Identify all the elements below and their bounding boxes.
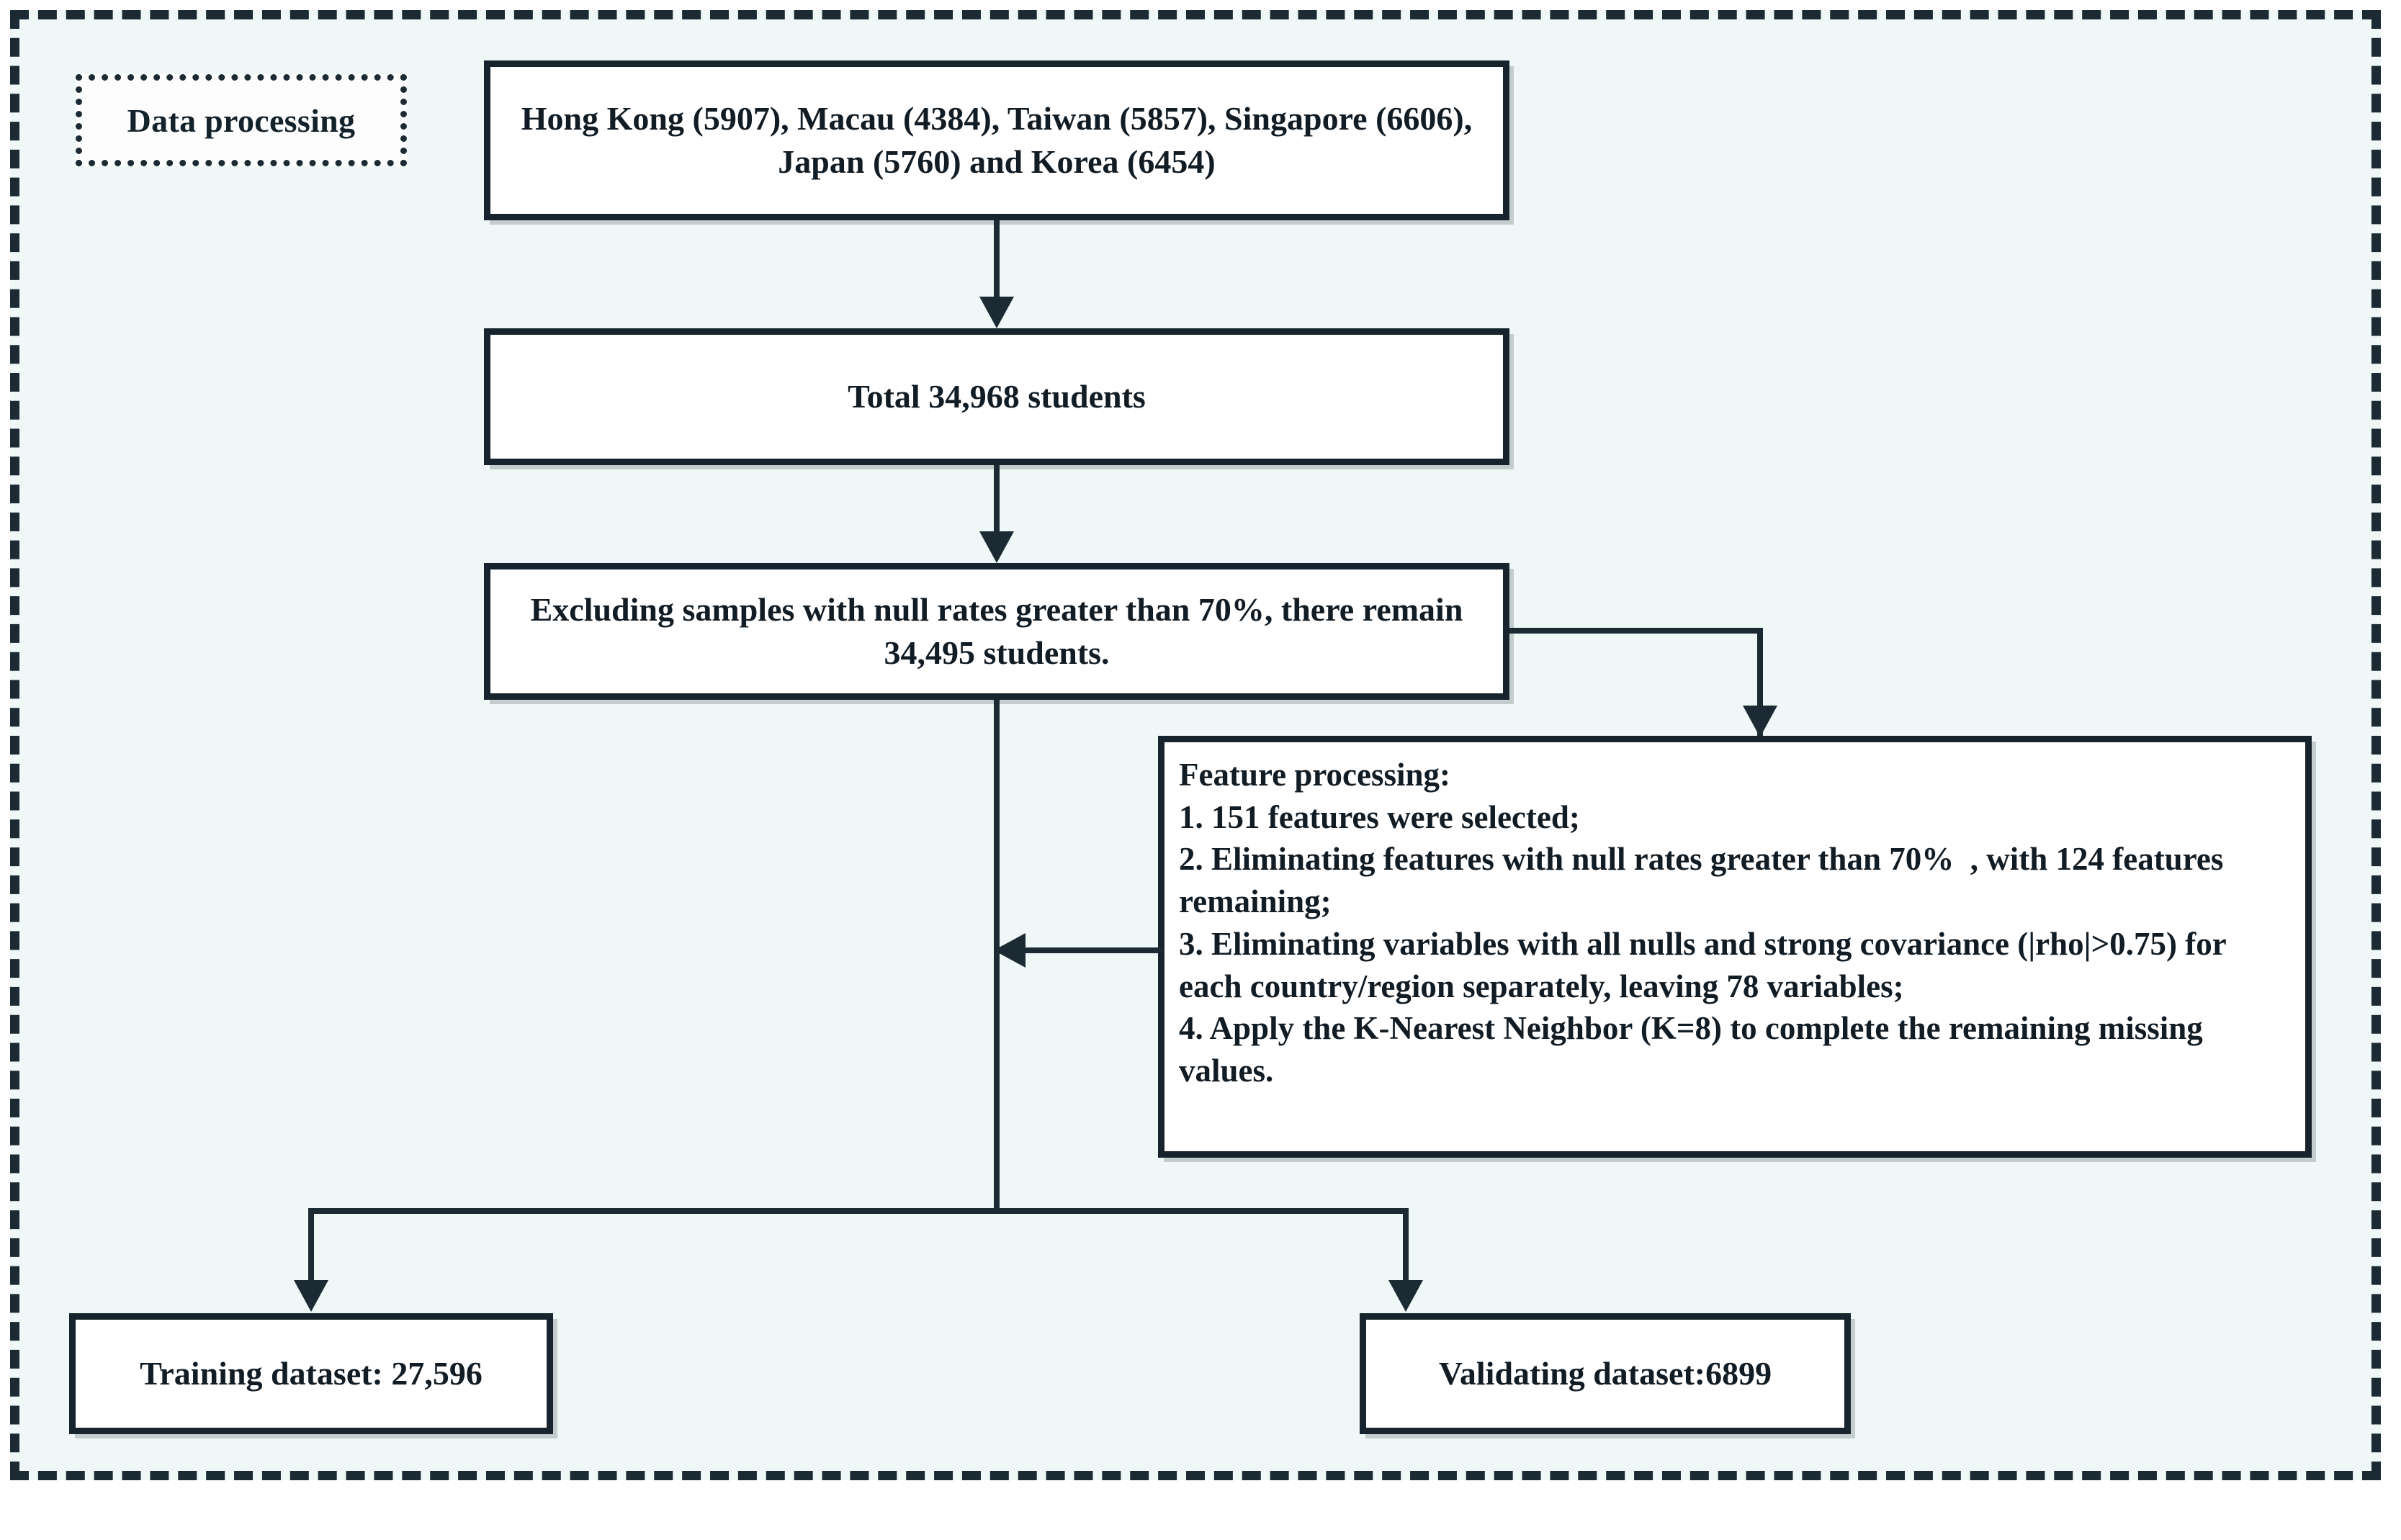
connector-exclude-to-feature-vertical — [1757, 628, 1763, 736]
node-total-students: Total 34,968 students — [484, 328, 1509, 465]
node-exclusion-criteria-text: Excluding samples with null rates greate… — [530, 591, 1463, 671]
connector-split-right-vertical — [1403, 1208, 1409, 1305]
node-validating-dataset: Validating dataset:6899 — [1360, 1313, 1851, 1434]
connector-source-to-total-arrowhead — [979, 297, 1014, 328]
connector-total-to-exclude-arrowhead — [979, 531, 1014, 563]
connector-split-left-arrowhead — [294, 1280, 328, 1312]
connector-total-to-exclude-line — [994, 465, 1000, 533]
node-validating-dataset-text: Validating dataset:6899 — [1438, 1355, 1772, 1392]
node-feature-processing-text: Feature processing: 1. 151 features were… — [1179, 757, 2226, 1089]
node-exclusion-criteria: Excluding samples with null rates greate… — [484, 563, 1509, 700]
connector-feature-to-spine-arrowhead — [994, 933, 1026, 968]
legend-data-processing: Data processing — [76, 74, 407, 166]
node-total-students-text: Total 34,968 students — [848, 378, 1146, 415]
connector-source-to-total-line — [994, 220, 1000, 300]
connector-split-right-arrowhead — [1388, 1280, 1423, 1312]
connector-exclude-to-feature-horizontal — [1509, 628, 1763, 634]
legend-label-text: Data processing — [127, 102, 356, 139]
node-training-dataset-text: Training dataset: 27,596 — [140, 1355, 483, 1392]
node-source-cohorts-text: Hong Kong (5907), Macau (4384), Taiwan (… — [521, 100, 1473, 180]
connector-exclude-to-feature-arrowhead — [1743, 706, 1777, 737]
node-feature-processing: Feature processing: 1. 151 features were… — [1158, 736, 2312, 1158]
connector-split-left-vertical — [308, 1208, 314, 1305]
node-source-cohorts: Hong Kong (5907), Macau (4384), Taiwan (… — [484, 60, 1509, 220]
connector-split-bar — [308, 1208, 1409, 1214]
node-training-dataset: Training dataset: 27,596 — [69, 1313, 553, 1434]
connector-feature-to-spine-horizontal — [1011, 947, 1162, 953]
